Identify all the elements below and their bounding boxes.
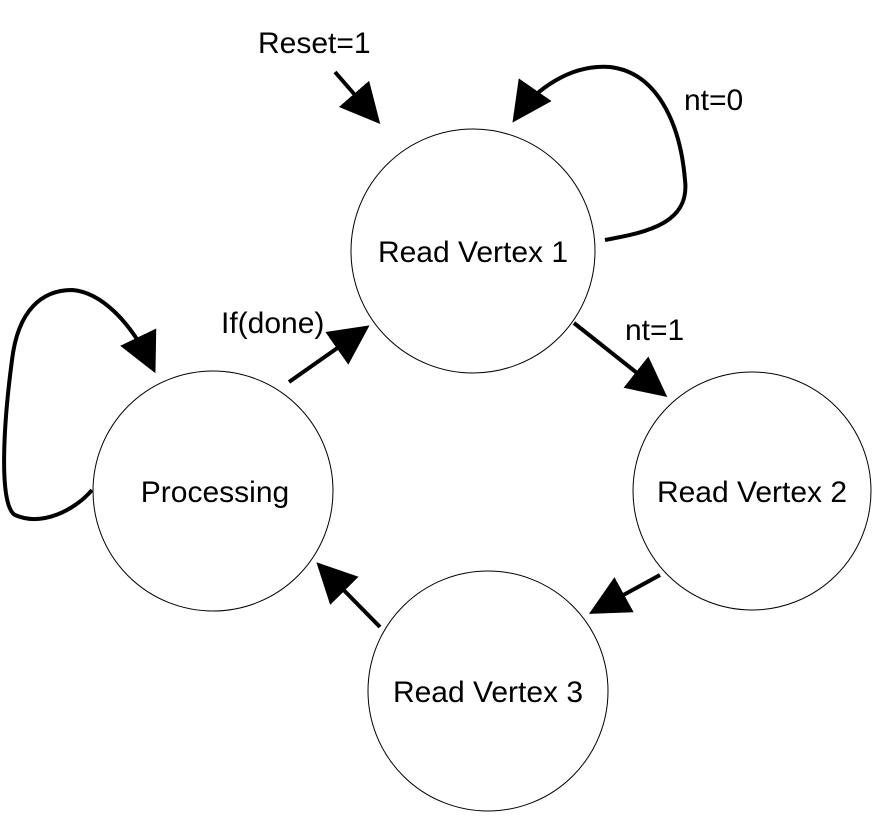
state-label: Read Vertex 3 (393, 676, 583, 709)
reset-label: Reset=1 (258, 27, 371, 60)
state-processing: Processing (92, 370, 334, 612)
state-read-vertex-3: Read Vertex 3 (367, 570, 609, 812)
state-read-vertex-2: Read Vertex 2 (632, 371, 872, 611)
state-label: Read Vertex 2 (657, 476, 847, 509)
read-vertex-2-to-3-arrow (588, 573, 661, 614)
read-vertex-3-to-processing-arrow (316, 562, 382, 629)
self-loop-read-vertex-1-arrow (512, 64, 688, 242)
state-label: Read Vertex 1 (378, 236, 568, 269)
reset-arrow (333, 70, 381, 125)
state-read-vertex-1: Read Vertex 1 (350, 128, 596, 374)
state-circle (632, 371, 872, 611)
self-loop-processing-arrow (2, 288, 157, 521)
state-label: Processing (141, 476, 289, 509)
processing-to-read-vertex-1-arrow (287, 325, 370, 384)
nt1-label: nt=1 (625, 314, 684, 347)
if-done-label: If(done) (221, 307, 324, 340)
nt0-label: nt=0 (684, 84, 743, 117)
state-circle (367, 570, 609, 812)
read-vertex-1-to-2-arrow (572, 321, 668, 397)
state-circle (350, 128, 596, 374)
